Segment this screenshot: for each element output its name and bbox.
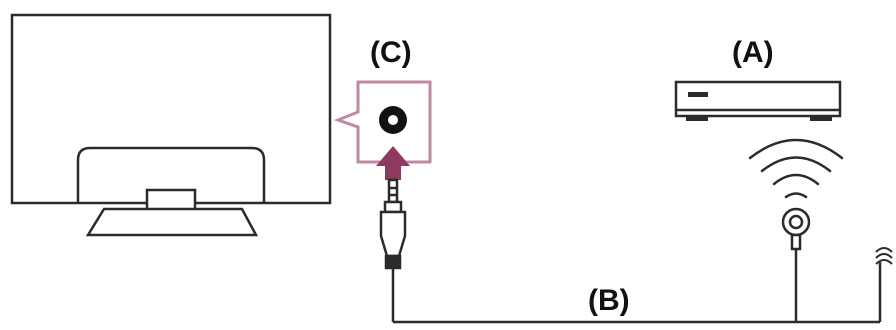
network-device-icon	[674, 80, 842, 121]
wifi-icon	[748, 138, 844, 199]
audio-jack-icon	[379, 106, 407, 134]
cable-b	[391, 262, 882, 324]
tv-icon	[10, 13, 332, 237]
microphone-icon	[781, 207, 811, 262]
label-device-a: (A)	[732, 36, 774, 69]
plug-icon	[379, 178, 407, 270]
label-cable-b: (B)	[588, 284, 630, 317]
cable-clip-icon	[875, 247, 893, 265]
label-port-c: (C)	[370, 36, 412, 69]
arrow-up-icon	[376, 146, 410, 180]
